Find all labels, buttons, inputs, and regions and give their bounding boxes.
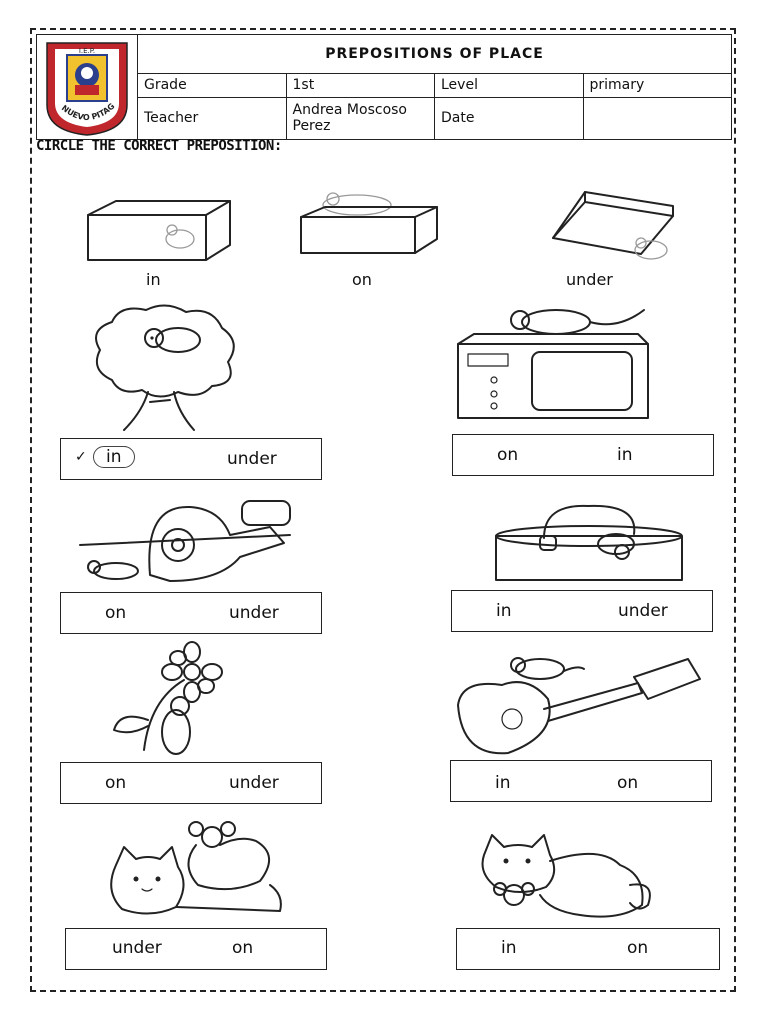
- level-label: Level: [434, 73, 584, 98]
- answer-box-3: on under: [60, 592, 322, 634]
- option-under[interactable]: under: [618, 601, 668, 621]
- header-table: I.E.P. NUEVO PITAGORAS PREPOSITIONS OF P…: [36, 34, 732, 141]
- check-mark: ✓: [75, 449, 87, 465]
- answer-box-7: under on: [65, 928, 327, 970]
- teacher-value: Andrea Moscoso Perez: [285, 96, 435, 141]
- bag-mouse-illustration: [488, 498, 688, 583]
- teacher-label: Teacher: [137, 96, 287, 141]
- example-label-under: under: [566, 270, 613, 289]
- grade-label: Grade: [137, 73, 287, 98]
- option-under[interactable]: under: [227, 449, 277, 469]
- tape-dispenser-mouse-illustration: [70, 495, 300, 590]
- date-field[interactable]: [582, 96, 732, 141]
- answer-box-6: in on: [450, 760, 712, 802]
- box-mouse-in-illustration: [80, 195, 240, 270]
- option-on[interactable]: on: [617, 773, 639, 793]
- option-on[interactable]: on: [105, 773, 127, 793]
- answer-box-5: on under: [60, 762, 322, 804]
- guitar-mouse-illustration: [448, 645, 718, 760]
- answer-box-1: ✓ in under: [60, 438, 322, 480]
- level-value: primary: [582, 73, 732, 98]
- example-label-on: on: [352, 270, 372, 289]
- example-label-in: in: [146, 270, 161, 289]
- logo-top-text: I.E.P.: [79, 47, 95, 55]
- date-label: Date: [434, 96, 584, 141]
- tv-mouse-illustration: [448, 300, 663, 425]
- answer-box-4: in under: [451, 590, 713, 632]
- option-in[interactable]: in: [93, 446, 135, 468]
- answer-box-8: in on: [456, 928, 720, 970]
- option-under[interactable]: under: [229, 603, 279, 623]
- flower-mouse-illustration: [100, 640, 230, 760]
- page-title: PREPOSITIONS OF PLACE: [137, 34, 732, 74]
- cat-mouse-on-illustration: [80, 815, 290, 925]
- option-on[interactable]: on: [232, 938, 254, 958]
- option-under[interactable]: under: [112, 938, 162, 958]
- option-in[interactable]: in: [496, 601, 512, 621]
- answer-box-2: on in: [452, 434, 714, 476]
- option-on[interactable]: on: [497, 445, 519, 465]
- instruction-text: CIRCLE THE CORRECT PREPOSITION:: [36, 138, 282, 154]
- option-on[interactable]: on: [627, 938, 649, 958]
- option-on[interactable]: on: [105, 603, 127, 623]
- option-in[interactable]: in: [501, 938, 517, 958]
- grade-value: 1st: [285, 73, 435, 98]
- option-in[interactable]: in: [617, 445, 633, 465]
- option-under[interactable]: under: [229, 773, 279, 793]
- option-in[interactable]: in: [495, 773, 511, 793]
- school-logo: I.E.P. NUEVO PITAGORAS: [37, 35, 128, 136]
- box-mouse-on-illustration: [295, 185, 445, 265]
- worksheet-border: [30, 28, 736, 992]
- tree-mouse-illustration: [82, 300, 247, 435]
- box-mouse-under-illustration: [545, 188, 705, 273]
- cat-mouse-under-illustration: [470, 825, 660, 925]
- logo-cell: I.E.P. NUEVO PITAGORAS: [36, 34, 138, 140]
